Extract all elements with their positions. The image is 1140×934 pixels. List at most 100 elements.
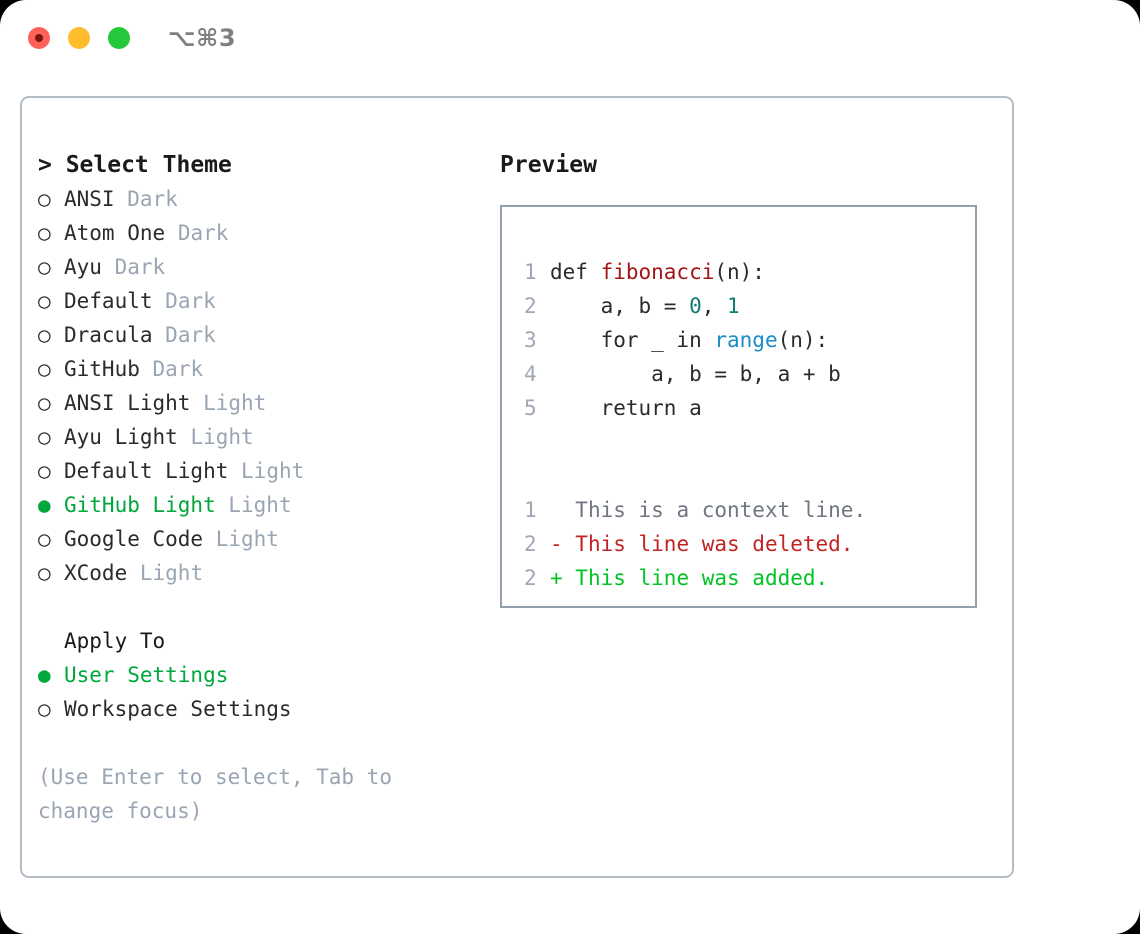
theme-option-default-light[interactable]: ○ Default Light Light — [38, 454, 478, 488]
theme-option-label: Ayu Light — [64, 425, 178, 449]
code-token: , — [701, 294, 728, 318]
theme-option-variant-tag: Light — [139, 561, 204, 585]
dialog-panel: > Select Theme ○ANSI Dark○Atom One Dark○… — [20, 96, 1014, 878]
diff-marker: + — [550, 566, 563, 590]
radio-selected-icon: ● — [38, 493, 51, 517]
code-line: 3 for _ in range(n): — [524, 323, 866, 357]
radio-unselected-icon: ○ — [38, 289, 51, 313]
radio-unselected-icon: ○ — [38, 561, 51, 585]
diff-marker — [550, 498, 563, 522]
radio-unselected-icon: ○ — [38, 697, 51, 721]
theme-option-ayu-light[interactable]: ○ Ayu Light Light — [38, 420, 478, 454]
theme-option-variant-tag: Light — [203, 391, 267, 415]
theme-option-variant-tag: Light — [215, 527, 279, 551]
radio-unselected-icon: ○ — [38, 221, 51, 245]
theme-option-default[interactable]: ○Default Dark — [38, 284, 478, 318]
keyboard-shortcut-label: ⌥⌘3 — [168, 24, 237, 52]
theme-option-list: ○ANSI Dark○Atom One Dark○Ayu Dark○Defaul… — [38, 182, 478, 590]
code-line-number: 1 — [524, 260, 537, 284]
theme-option-variant-tag: Light — [228, 493, 292, 517]
diff-text: This line was deleted. — [562, 532, 854, 556]
theme-option-variant-tag: Dark — [177, 221, 229, 245]
diff-line: 2 + This line was added. — [524, 561, 866, 595]
theme-selection-column: > Select Theme ○ANSI Dark○Atom One Dark○… — [38, 148, 478, 828]
diff-line: 1 This is a context line. — [524, 493, 866, 527]
code-token: (n): — [777, 328, 829, 352]
code-token: range — [714, 328, 778, 352]
code-token: 0 — [689, 294, 702, 318]
keyboard-hint-text: (Use Enter to select, Tab to change focu… — [38, 765, 405, 823]
code-line: 2 a, b = 0, 1 — [524, 289, 866, 323]
theme-option-label: Google Code — [64, 527, 204, 551]
theme-option-github[interactable]: ○ GitHub Dark — [38, 352, 478, 386]
maximize-traffic-light[interactable] — [108, 27, 130, 49]
theme-option-variant-tag: Light — [241, 459, 305, 483]
apply-to-option-list: ● User Settings ○ Workspace Settings — [38, 658, 478, 726]
code-token: return a — [550, 396, 702, 420]
theme-option-variant-tag: Dark — [152, 357, 204, 381]
radio-unselected-icon: ○ — [38, 425, 51, 449]
close-icon — [35, 34, 43, 42]
theme-option-variant-tag: Light — [190, 425, 254, 449]
apply-to-option-user-settings[interactable]: ● User Settings — [38, 658, 478, 692]
theme-option-label: GitHub — [64, 357, 140, 381]
diff-line-number: 2 — [524, 532, 537, 556]
apply-to-option-label: Workspace Settings — [64, 697, 292, 721]
code-token: fibonacci — [600, 260, 715, 284]
minimize-traffic-light[interactable] — [68, 27, 90, 49]
code-token: for _ in — [550, 328, 715, 352]
theme-option-label: GitHub Light — [64, 493, 216, 517]
code-token: a, b = b, a + b — [550, 362, 841, 386]
code-line-number: 2 — [524, 294, 537, 318]
apply-to-option-workspace-settings[interactable]: ○ Workspace Settings — [38, 692, 478, 726]
diff-text: This is a context line. — [562, 498, 867, 522]
theme-option-ansi[interactable]: ○ANSI Dark — [38, 182, 478, 216]
title-bar: ⌥⌘3 — [0, 0, 1140, 76]
theme-option-github-light[interactable]: ● GitHub Light Light — [38, 488, 478, 522]
theme-option-variant-tag: Dark — [114, 255, 166, 279]
theme-option-dracula[interactable]: ○Dracula Dark — [38, 318, 478, 352]
radio-unselected-icon: ○ — [38, 323, 51, 347]
code-line: 1 def fibonacci(n): — [524, 255, 866, 289]
apply-to-option-label: User Settings — [64, 663, 229, 687]
theme-option-ansi-light[interactable]: ○ANSI Light Light — [38, 386, 478, 420]
section-spacer — [38, 726, 478, 760]
code-token: 1 — [727, 294, 740, 318]
apply-to-heading: Apply To — [64, 629, 166, 653]
code-line: 5 return a — [524, 391, 866, 425]
theme-option-label: ANSI Light — [64, 391, 191, 415]
diff-line-number: 2 — [524, 566, 537, 590]
code-token: (n): — [714, 260, 765, 284]
diff-marker: - — [550, 532, 563, 556]
close-traffic-light[interactable] — [28, 27, 50, 49]
theme-option-label: Atom One — [64, 221, 166, 245]
theme-option-google-code[interactable]: ○ Google Code Light — [38, 522, 478, 556]
theme-option-label: XCode — [64, 561, 128, 585]
theme-option-atom-one[interactable]: ○ Atom One Dark — [38, 216, 478, 250]
radio-selected-icon: ● — [38, 663, 51, 687]
theme-option-label: Ayu — [64, 255, 102, 279]
theme-option-label: Default Light — [64, 459, 229, 483]
radio-unselected-icon: ○ — [38, 357, 51, 381]
radio-unselected-icon: ○ — [38, 255, 51, 279]
code-blank-line — [524, 425, 866, 459]
theme-option-label: Default — [64, 289, 153, 313]
theme-option-ayu[interactable]: ○ Ayu Dark — [38, 250, 478, 284]
diff-line: 2- This line was deleted. — [524, 527, 866, 561]
code-token: def — [550, 260, 601, 284]
section-spacer — [38, 590, 478, 624]
radio-unselected-icon: ○ — [38, 527, 51, 551]
radio-unselected-icon: ○ — [38, 459, 51, 483]
theme-option-label: Dracula — [64, 323, 153, 347]
code-blank-line — [524, 459, 866, 493]
radio-unselected-icon: ○ — [38, 187, 51, 211]
preview-heading: Preview — [500, 152, 597, 178]
diff-line-number: 1 — [524, 498, 537, 522]
code-line-number: 4 — [524, 362, 537, 386]
diff-text: This line was added. — [562, 566, 829, 590]
code-line: 4 a, b = b, a + b — [524, 357, 866, 391]
theme-option-xcode[interactable]: ○ XCode Light — [38, 556, 478, 590]
